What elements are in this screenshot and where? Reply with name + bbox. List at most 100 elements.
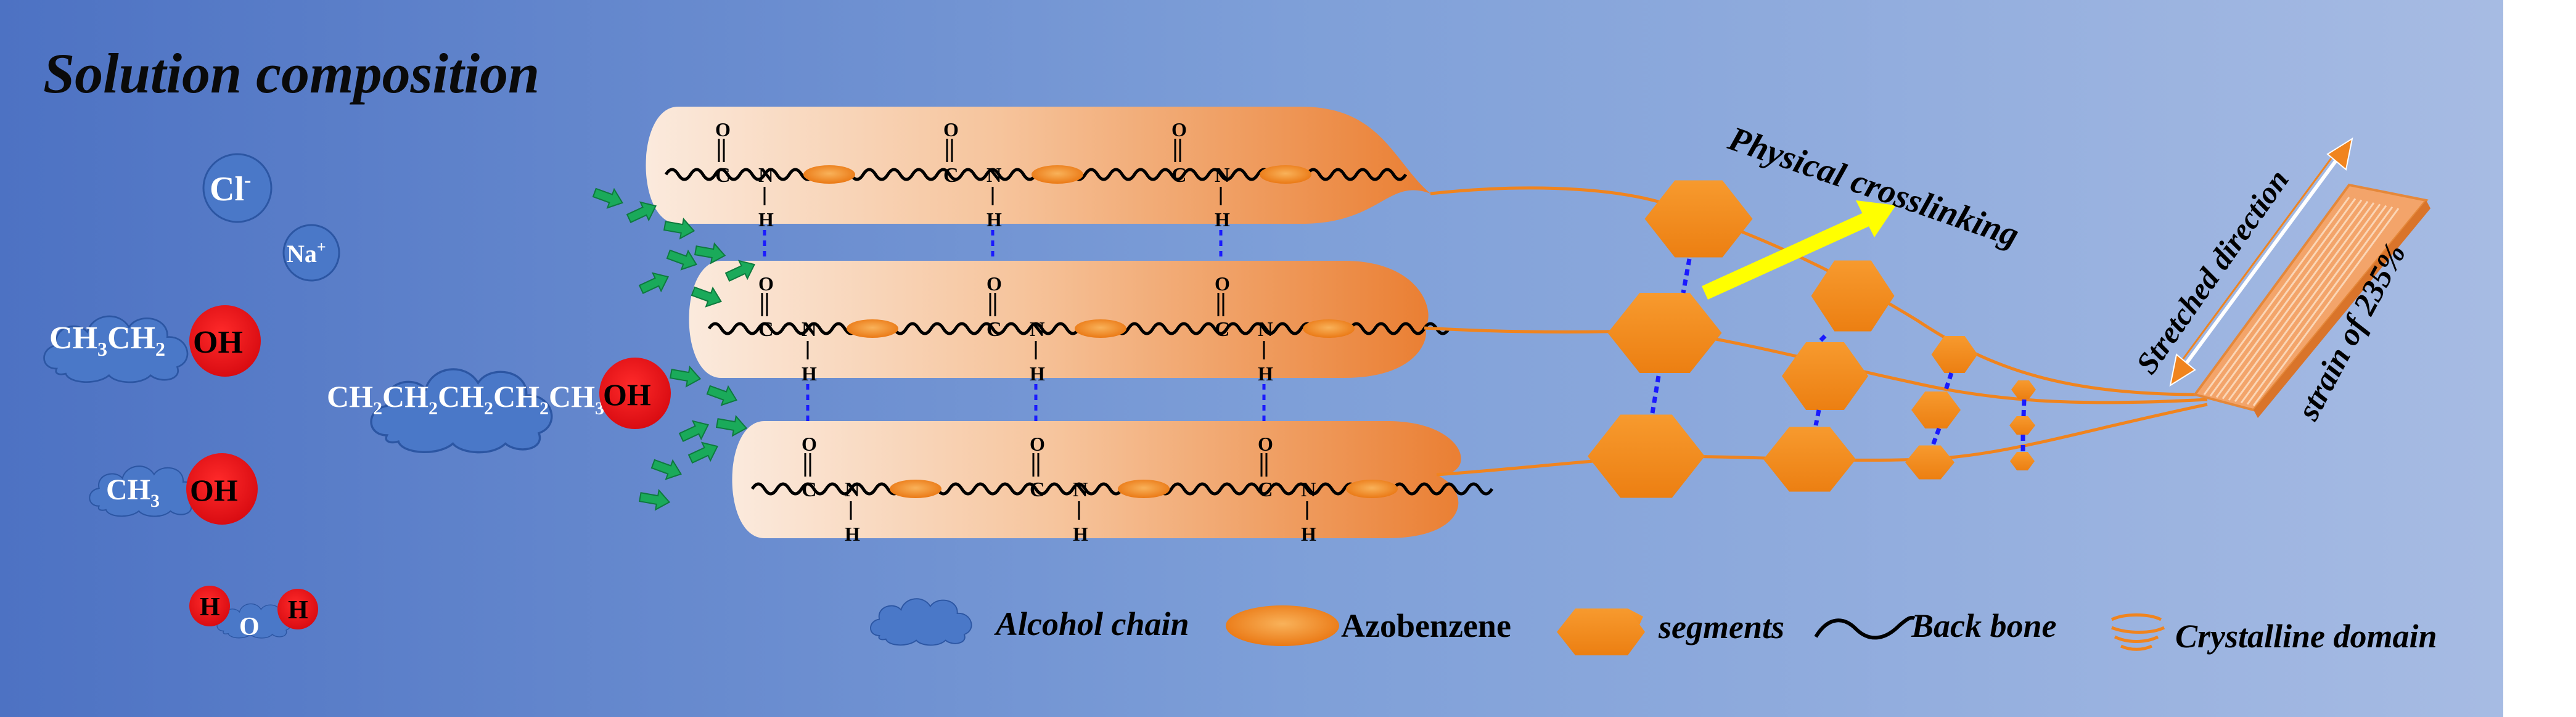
carbon-atom: C [715, 164, 731, 187]
oxygen-atom: O [802, 433, 817, 455]
nitrogen-atom: N [1073, 478, 1088, 501]
network-strand [1430, 186, 2202, 396]
network-hydrogen-bond [1930, 427, 1942, 446]
methanol-molecule: CH3 OH [89, 453, 258, 525]
green-arrow [724, 260, 756, 282]
stretched-sample [2192, 183, 2430, 418]
network-hydrogen-bond [1817, 334, 1827, 344]
title: Solution composition [43, 42, 539, 105]
green-arrow [678, 420, 710, 442]
green-arrow [687, 441, 719, 464]
segment-hexagon [1763, 427, 1856, 492]
segment-hexagon [1607, 293, 1722, 373]
crosslink-network [1424, 180, 2208, 498]
svg-text:OH: OH [603, 377, 651, 412]
hydrogen-atom: H [758, 208, 774, 231]
azobenzene-unit [890, 480, 941, 498]
segment-hexagon [1811, 260, 1895, 332]
carbon-atom: C [1258, 478, 1273, 501]
pentanol-molecule: CH2CH2CH2CH2CH3 OH [327, 358, 671, 453]
hydrogen-atom: H [1215, 208, 1230, 231]
right-margin [2503, 0, 2576, 717]
segment-hexagon [1911, 391, 1961, 428]
carbon-atom: C [802, 478, 817, 501]
hydrogen-atom: H [802, 363, 817, 385]
svg-text:Cl-: Cl- [210, 169, 251, 208]
network-hydrogen-bond [1681, 258, 1692, 293]
carbon-atom: C [1030, 478, 1045, 501]
green-arrow [715, 415, 748, 437]
nitrogen-atom: N [987, 164, 1002, 187]
legend-azobenzene-icon [1226, 605, 1339, 646]
sample-fiber [2252, 208, 2400, 406]
segment-hexagon [2009, 416, 2035, 435]
segment-hexagon [1644, 180, 1753, 258]
segment-hexagon [1905, 445, 1955, 480]
green-arrow [669, 366, 702, 388]
sample-strip-edge [2254, 200, 2430, 418]
azobenzene-unit [847, 319, 898, 338]
segment-hexagon [1588, 414, 1705, 498]
carbon-atom: C [943, 164, 959, 187]
green-arrow [666, 249, 697, 271]
legend-crystalline-domain-label: Crystalline domain [2175, 618, 2437, 655]
carbon-atom: C [1171, 164, 1187, 187]
azobenzene-unit [1346, 480, 1398, 498]
green-arrow [706, 385, 737, 406]
hydrogen-atom: H [987, 208, 1002, 231]
oxygen-atom: O [1030, 433, 1045, 455]
svg-text:CH3CH2: CH3CH2 [49, 321, 165, 360]
svg-text:OH: OH [190, 473, 238, 507]
ethanol-molecule: CH3CH2 OH [43, 305, 261, 383]
chain-band [689, 261, 1429, 378]
azobenzene-unit [1032, 165, 1083, 184]
legend: Alcohol chain Azobenzene segments Back b… [869, 598, 2437, 655]
hydrogen-atom: H [1301, 523, 1316, 545]
green-arrow [694, 242, 726, 264]
sample-fiber [2221, 200, 2369, 399]
legend-alcohol-chain-label: Alcohol chain [994, 605, 1189, 642]
green-arrow [691, 286, 722, 308]
hydrogen-atom: H [845, 523, 860, 545]
nitrogen-atom: N [1030, 318, 1045, 341]
segment-hexagon [2010, 452, 2035, 470]
green-arrow [592, 187, 623, 209]
svg-text:H: H [200, 593, 220, 621]
stretched-direction-arrow [2169, 137, 2353, 387]
green-arrow [663, 218, 695, 240]
svg-text:Na+: Na+ [287, 238, 326, 268]
svg-text:CH2CH2CH2CH2CH3: CH2CH2CH2CH2CH3 [327, 379, 604, 419]
azobenzene-unit [803, 165, 855, 184]
legend-back-bone-label: Back bone [1911, 607, 2057, 644]
carbon-atom: C [758, 318, 774, 341]
legend-azobenzene-label: Azobenzene [1341, 607, 1511, 644]
carbon-atom: C [1215, 318, 1230, 341]
oxygen-atom: O [987, 272, 1002, 295]
nitrogen-atom: N [845, 478, 860, 501]
nitrogen-atom: N [758, 164, 774, 187]
water-molecule: H O H [189, 586, 318, 641]
network-hydrogen-bond [1943, 372, 1954, 393]
azobenzene-unit [1260, 165, 1311, 184]
segment-hexagon [1931, 336, 1978, 373]
hydrogen-atom: H [1073, 523, 1088, 545]
azobenzene-unit [1303, 319, 1355, 338]
carbon-atom: C [987, 318, 1002, 341]
oxygen-atom: O [1171, 118, 1187, 141]
sample-fiber [2234, 203, 2381, 403]
sodium-ion: Na+ [282, 224, 340, 282]
sample-fiber [2240, 205, 2387, 404]
chloride-ion: Cl- [202, 153, 273, 223]
nitrogen-atom: N [1258, 318, 1273, 341]
solvent-arrows [592, 187, 756, 511]
oxygen-atom: O [715, 118, 731, 141]
sample-fiber [2203, 197, 2350, 395]
physical-crosslinking-arrow [1702, 200, 1896, 300]
svg-text:OH: OH [193, 325, 243, 360]
oxygen-atom: O [1215, 272, 1230, 295]
azobenzene-unit [1118, 480, 1170, 498]
sample-fiber [2215, 199, 2363, 398]
svg-text:H: H [288, 596, 308, 625]
